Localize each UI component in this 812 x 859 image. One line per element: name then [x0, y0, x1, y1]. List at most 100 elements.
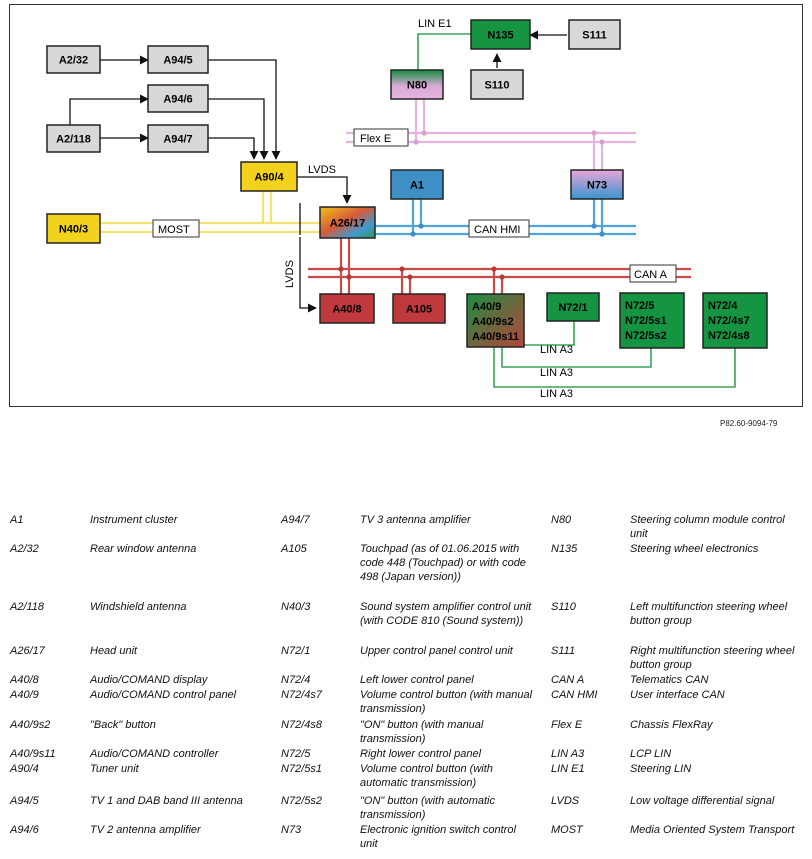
- legend-description: "ON" button (with automatic transmission…: [360, 795, 495, 821]
- legend-code: N72/1: [281, 645, 311, 657]
- legend-description: Rear window antenna: [90, 543, 197, 555]
- node-n40-3: N40/3: [46, 213, 101, 244]
- legend-description: Audio/COMAND display: [90, 674, 208, 686]
- legend-code: A40/9s11: [10, 748, 56, 760]
- svg-text:N72/1: N72/1: [558, 302, 587, 314]
- svg-text:MOST: MOST: [158, 224, 190, 236]
- legend-description: Volume control button (with automatic tr…: [360, 763, 493, 789]
- legend-description: Instrument cluster: [90, 514, 178, 526]
- svg-text:N135: N135: [487, 30, 513, 42]
- legend-code: LIN A3: [551, 748, 585, 760]
- flex-e-label: Flex E: [353, 128, 409, 147]
- node-a94-5: A94/5: [147, 45, 209, 74]
- legend-description: Sound system amplifier control unit (wit…: [360, 601, 532, 627]
- lin-a3-label-1: LIN A3: [540, 344, 573, 356]
- svg-text:A94/6: A94/6: [163, 94, 192, 106]
- svg-text:CAN A: CAN A: [634, 269, 668, 281]
- legend-description: Steering wheel electronics: [630, 543, 759, 555]
- wiring-diagram: LIN E1 Flex E LVDS MOST CAN HMI LVDS CAN…: [9, 4, 803, 407]
- legend-code: S111: [551, 645, 576, 657]
- svg-text:A94/7: A94/7: [163, 134, 192, 146]
- node-a90-4: A90/4: [240, 161, 298, 192]
- legend-code: A2/118: [10, 601, 45, 613]
- legend-description: Steering LIN: [630, 763, 692, 775]
- svg-text:A40/9: A40/9: [472, 301, 501, 313]
- svg-text:CAN HMI: CAN HMI: [474, 224, 520, 236]
- svg-text:LIN E1: LIN E1: [418, 18, 452, 30]
- svg-text:LVDS: LVDS: [308, 164, 336, 176]
- node-a94-6: A94/6: [147, 84, 209, 113]
- svg-text:S110: S110: [484, 80, 509, 92]
- node-a1: A1: [390, 169, 444, 200]
- svg-text:A94/5: A94/5: [163, 55, 192, 67]
- signal-arrows: [69, 30, 567, 313]
- svg-text:N80: N80: [407, 80, 427, 92]
- legend-code: CAN HMI: [551, 689, 598, 701]
- svg-text:N72/4: N72/4: [708, 300, 738, 312]
- legend-description: TV 3 antenna amplifier: [360, 514, 471, 526]
- legend-description: Volume control button (with manual trans…: [360, 689, 533, 715]
- node-s111: S111: [568, 19, 621, 50]
- legend-description: TV 1 and DAB band III antenna: [90, 795, 243, 807]
- legend-description: LCP LIN: [630, 748, 672, 760]
- svg-text:A2/32: A2/32: [59, 55, 88, 67]
- svg-text:N72/4s8: N72/4s8: [708, 330, 750, 342]
- can-a-label: CAN A: [629, 264, 677, 283]
- svg-text:N72/5: N72/5: [625, 300, 654, 312]
- node-a2-32: A2/32: [46, 45, 101, 74]
- legend-description: Chassis FlexRay: [630, 719, 713, 731]
- node-n73: N73: [570, 169, 624, 200]
- legend-description: Low voltage differential signal: [630, 795, 775, 807]
- node-n80: N80: [390, 69, 444, 100]
- node-n135: N135: [470, 19, 531, 50]
- legend-code: A90/4: [10, 763, 39, 775]
- legend-code: LVDS: [551, 795, 580, 807]
- legend-description: Electronic ignition switch control unit: [360, 824, 516, 850]
- legend-code: N72/5: [281, 748, 311, 760]
- legend-description: Head unit: [90, 645, 138, 657]
- most-bus: [100, 191, 322, 234]
- legend-description: Audio/COMAND control panel: [90, 689, 237, 701]
- legend-description: Windshield antenna: [90, 601, 187, 613]
- legend-description: Touchpad (as of 01.06.2015 with code 448…: [360, 543, 526, 583]
- node-s110: S110: [470, 69, 524, 100]
- svg-text:A105: A105: [406, 304, 432, 316]
- legend-description: User interface CAN: [630, 689, 725, 701]
- most-label: MOST: [152, 219, 200, 238]
- lin-a3-bus: [493, 321, 736, 388]
- legend-code: A1: [10, 514, 24, 526]
- lvds-side-label: LVDS: [284, 260, 296, 288]
- svg-text:N72/5s2: N72/5s2: [625, 330, 667, 342]
- legend-description: Audio/COMAND controller: [90, 748, 219, 760]
- legend-description: Media Oriented System Transport: [630, 824, 795, 836]
- legend-code: A94/6: [10, 824, 39, 836]
- legend-description: Right lower control panel: [360, 748, 482, 760]
- node-a40-8: A40/8: [319, 293, 375, 324]
- legend-code: A94/5: [10, 795, 39, 807]
- lvds-top-label: LVDS: [308, 164, 336, 176]
- legend-description: Left multifunction steering wheel button…: [630, 601, 788, 627]
- node-n72-5: N72/5 N72/5s1 N72/5s2: [619, 292, 685, 349]
- svg-text:Flex E: Flex E: [360, 133, 391, 145]
- node-a94-7: A94/7: [147, 124, 209, 153]
- node-a105: A105: [392, 293, 446, 324]
- can-hmi-label: CAN HMI: [468, 219, 530, 238]
- legend-code: CAN A: [551, 674, 585, 686]
- legend-code: N135: [551, 543, 578, 555]
- legend-code: N73: [281, 824, 302, 836]
- legend-code: MOST: [551, 824, 583, 836]
- legend-code: A26/17: [10, 645, 45, 657]
- legend-description: Telematics CAN: [630, 674, 709, 686]
- svg-text:N40/3: N40/3: [59, 224, 88, 236]
- legend-description: Left lower control panel: [360, 674, 474, 686]
- legend-code: N40/3: [281, 601, 311, 613]
- svg-text:N72/5s1: N72/5s1: [625, 315, 667, 327]
- legend-description: Upper control panel control unit: [360, 645, 513, 657]
- legend-code: A40/9: [10, 689, 39, 701]
- legend-code: N72/4s8: [281, 719, 322, 731]
- svg-text:A90/4: A90/4: [254, 172, 284, 184]
- svg-text:A40/9s2: A40/9s2: [472, 316, 514, 328]
- legend-code: A105: [281, 543, 307, 555]
- node-a26-17: A26/17: [319, 206, 376, 239]
